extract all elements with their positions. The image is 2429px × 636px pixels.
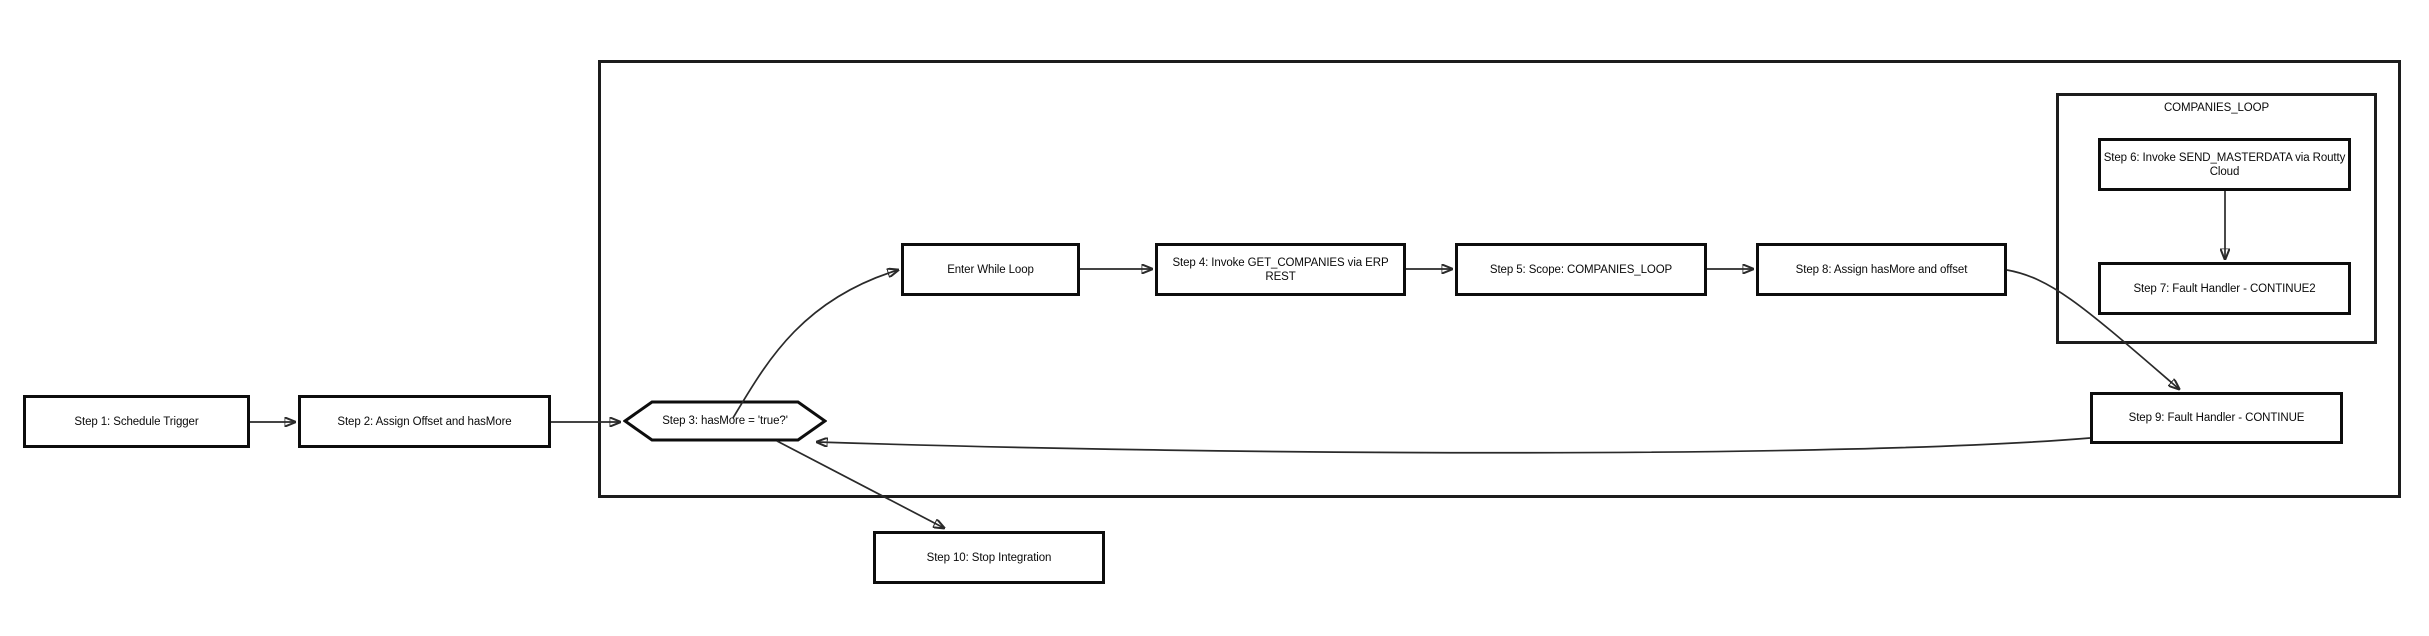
node-step1-label: Step 1: Schedule Trigger (74, 415, 199, 428)
node-step9: Step 9: Fault Handler - CONTINUE (2090, 392, 2343, 444)
node-step2-label: Step 2: Assign Offset and hasMore (337, 415, 512, 428)
node-step10: Step 10: Stop Integration (873, 531, 1105, 584)
node-step1: Step 1: Schedule Trigger (23, 395, 250, 448)
node-step10-label: Step 10: Stop Integration (926, 551, 1052, 564)
node-step8-label: Step 8: Assign hasMore and offset (1795, 263, 1968, 276)
node-step5-label: Step 5: Scope: COMPANIES_LOOP (1489, 263, 1673, 276)
companies-loop-label: COMPANIES_LOOP (2163, 102, 2270, 114)
node-enter-while-loop: Enter While Loop (901, 243, 1080, 296)
node-step3-label: Step 3: hasMore = 'true?' (662, 415, 788, 427)
while-loop-container (598, 60, 2401, 498)
node-step2: Step 2: Assign Offset and hasMore (298, 395, 551, 448)
node-step9-label: Step 9: Fault Handler - CONTINUE (2128, 412, 2305, 424)
node-step7-label: Step 7: Fault Handler - CONTINUE2 (2133, 282, 2316, 295)
node-step8: Step 8: Assign hasMore and offset (1756, 243, 2007, 296)
node-step3-decision: Step 3: hasMore = 'true?' (623, 400, 827, 442)
node-step7: Step 7: Fault Handler - CONTINUE2 (2098, 262, 2351, 315)
node-step5: Step 5: Scope: COMPANIES_LOOP (1455, 243, 1707, 296)
node-enter-while-loop-label: Enter While Loop (947, 263, 1034, 276)
node-step4: Step 4: Invoke GET_COMPANIES via ERP RES… (1155, 243, 1406, 296)
node-step4-label: Step 4: Invoke GET_COMPANIES via ERP RES… (1172, 256, 1389, 283)
node-step6-label: Step 6: Invoke SEND_MASTERDATA via Routt… (2103, 151, 2346, 178)
node-step6: Step 6: Invoke SEND_MASTERDATA via Routt… (2098, 138, 2351, 191)
companies-loop-container: COMPANIES_LOOP (2056, 93, 2377, 344)
